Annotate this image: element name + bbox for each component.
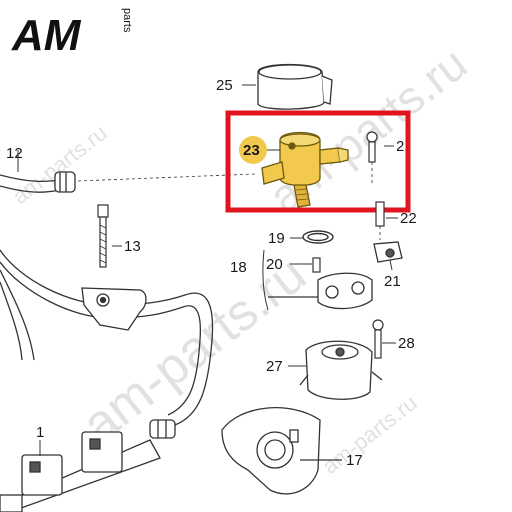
- label-part-18: 18: [230, 259, 247, 276]
- label-part-19: 19: [268, 230, 285, 247]
- logo-main-text: AM: [11, 11, 82, 60]
- label-part-28: 28: [398, 335, 415, 352]
- pipe-bracket: [81, 287, 147, 331]
- label-part-2: 2: [396, 138, 404, 155]
- label-part-13: 13: [124, 238, 141, 255]
- bolt-22: [375, 201, 385, 240]
- part-labels: 25 23 2 12 13 22 19 20 18 21 27 28 1 17: [6, 77, 417, 469]
- bolt-2: [366, 131, 378, 185]
- o-ring-19: [302, 230, 334, 244]
- fuel-line-12: [0, 171, 256, 193]
- camshaft-housing-17: [221, 407, 342, 495]
- label-part-25: 25: [216, 77, 233, 94]
- logo-sub-text: parts: [121, 8, 133, 33]
- label-part-20: 20: [266, 256, 283, 273]
- pump-housing-27: [299, 340, 383, 400]
- label-part-21: 21: [384, 273, 401, 290]
- label-part-12: 12: [6, 145, 23, 162]
- bolt-13: [97, 204, 109, 268]
- watermark-text-4: am-parts.ru: [318, 390, 422, 479]
- clip-21: [373, 241, 403, 263]
- am-parts-logo: AM parts: [11, 8, 133, 60]
- leader-lines: [17, 84, 398, 456]
- label-part-17: 17: [346, 452, 363, 469]
- watermark-text-1: am-parts.ru: [8, 120, 112, 209]
- pump-follower-assembly: [262, 249, 373, 311]
- pin-20: [312, 257, 321, 273]
- bolt-28: [372, 319, 384, 359]
- label-part-1: 1: [36, 424, 44, 441]
- highlight-box: [225, 110, 411, 213]
- fuel-rail-1: [0, 431, 161, 512]
- high-pressure-pump-23: [261, 131, 349, 208]
- cover-cap-25: [257, 63, 333, 110]
- fuel-pipe: [0, 249, 214, 439]
- label-part-27: 27: [266, 358, 283, 375]
- label-23-badge: [239, 136, 267, 164]
- label-part-22: 22: [400, 210, 417, 227]
- label-part-23: 23: [243, 142, 260, 159]
